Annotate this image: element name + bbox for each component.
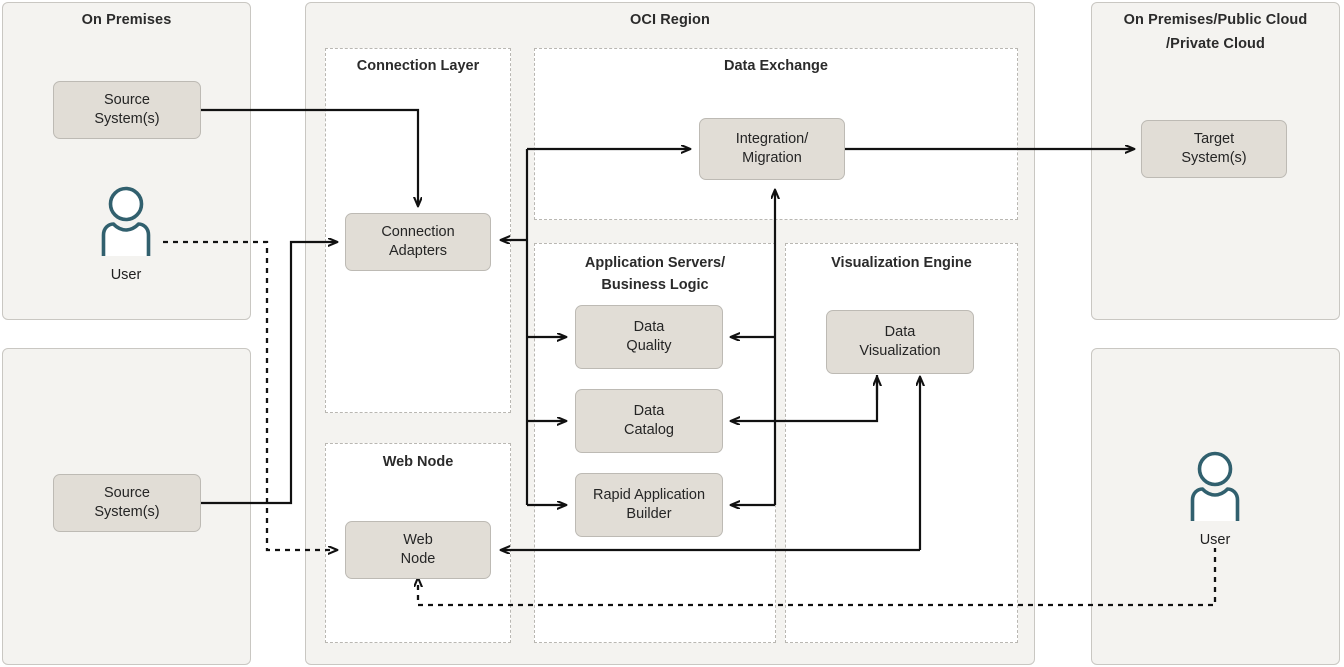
actor-user-internet-label: User xyxy=(1184,532,1246,548)
zone-oci-region-title: OCI Region xyxy=(630,12,710,28)
user-icon xyxy=(101,186,151,256)
zone-on-premises: On Premises xyxy=(2,2,251,320)
node-rapid-application-builder[interactable]: Rapid Application Builder xyxy=(575,473,723,537)
edge-onprem-source-to-connection-adapters xyxy=(201,108,418,206)
subzone-data-exchange-title: Data Exchange xyxy=(724,58,828,74)
node-target-system[interactable]: Target System(s) xyxy=(1141,120,1287,178)
node-connection-adapters[interactable]: Connection Adapters xyxy=(345,213,491,271)
node-source-system-onprem[interactable]: Source System(s) xyxy=(53,81,201,139)
zone-on-premises-title: On Premises xyxy=(81,12,172,28)
zone-third-party-cloud: Third-Party Cloud xyxy=(2,348,251,665)
node-integration-migration[interactable]: Integration/ Migration xyxy=(699,118,845,180)
subzone-web-node-title: Web Node xyxy=(382,454,454,470)
node-data-visualization[interactable]: Data Visualization xyxy=(826,310,974,374)
actor-user-onprem xyxy=(95,185,157,257)
actor-user-internet xyxy=(1184,450,1246,522)
edge-thirdparty-source-to-connection-adapters xyxy=(201,242,337,505)
edge-onprem-user-to-web-node xyxy=(163,240,337,550)
edge-data-visualization-to-data-catalog xyxy=(731,375,879,421)
node-source-system-thirdparty[interactable]: Source System(s) xyxy=(53,474,201,532)
actor-user-onprem-label: User xyxy=(110,267,142,283)
user-icon xyxy=(1190,451,1240,521)
node-data-catalog[interactable]: Data Catalog xyxy=(575,389,723,453)
subzone-connection-layer-title: Connection Layer xyxy=(356,58,480,74)
subzone-visualization-engine xyxy=(785,243,1018,643)
zone-on-prem-public-private-cloud-title: On Premises/Public Cloud /Private Cloud xyxy=(1123,12,1308,52)
node-data-quality[interactable]: Data Quality xyxy=(575,305,723,369)
subzone-app-servers-title: Application Servers/ Business Logic xyxy=(584,255,726,293)
subzone-visualization-engine-title: Visualization Engine xyxy=(831,255,972,271)
edge-internet-user-to-web-node xyxy=(418,547,1217,607)
node-web-node[interactable]: Web Node xyxy=(345,521,491,579)
